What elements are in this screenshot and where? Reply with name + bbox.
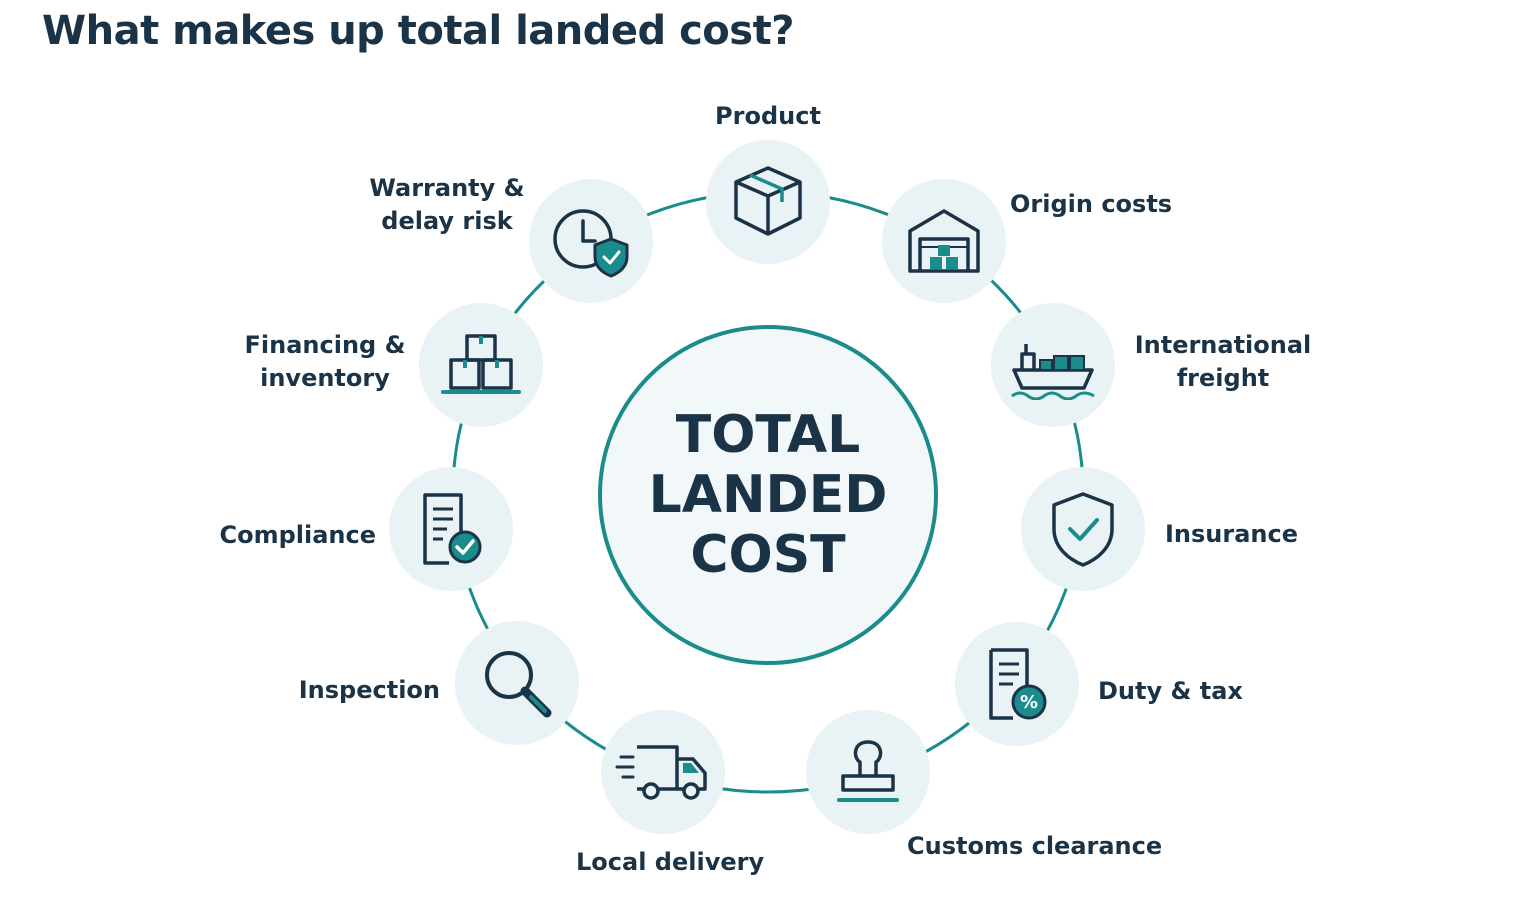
label-line: Duty & tax bbox=[1098, 677, 1243, 705]
center-line: COST bbox=[690, 525, 846, 585]
shield-check-icon bbox=[1052, 492, 1114, 567]
box-icon bbox=[734, 166, 802, 236]
cargo-ship-icon bbox=[1011, 344, 1095, 400]
label-line: Customs clearance bbox=[907, 832, 1163, 860]
svg-text:%: % bbox=[1020, 692, 1038, 713]
label-line: delay risk bbox=[381, 207, 513, 235]
node-inspection bbox=[455, 621, 579, 745]
magnifier-icon bbox=[485, 651, 552, 718]
label-line: Origin costs bbox=[1010, 190, 1173, 218]
node-financing-inventory bbox=[419, 303, 543, 427]
label-inspection: Inspection bbox=[280, 674, 440, 707]
node-warranty-delay-risk bbox=[529, 179, 653, 303]
label-line: Financing & bbox=[244, 331, 406, 359]
label-line: inventory bbox=[260, 364, 390, 392]
label-line: Insurance bbox=[1165, 520, 1299, 548]
label-warranty-delay-risk: Warranty & delay risk bbox=[362, 172, 532, 238]
center-label: TOTAL LANDED COST bbox=[649, 405, 888, 585]
center-circle: TOTAL LANDED COST bbox=[598, 325, 938, 665]
label-line: Warranty & bbox=[369, 174, 525, 202]
center-line: TOTAL bbox=[675, 405, 861, 465]
stacked-boxes-icon bbox=[441, 334, 521, 394]
label-product: Product bbox=[676, 100, 860, 133]
label-compliance: Compliance bbox=[196, 519, 376, 552]
document-percent-icon: % bbox=[989, 648, 1047, 720]
label-line: Inspection bbox=[298, 676, 440, 704]
label-origin-costs: Origin costs bbox=[1010, 188, 1172, 221]
label-duty-tax: Duty & tax bbox=[1098, 675, 1243, 708]
node-insurance bbox=[1021, 467, 1145, 591]
center-line: LANDED bbox=[648, 465, 888, 525]
label-financing-inventory: Financing & inventory bbox=[240, 329, 410, 395]
node-compliance bbox=[389, 467, 513, 591]
node-customs-clearance bbox=[806, 710, 930, 834]
label-customs-clearance: Customs clearance bbox=[907, 830, 1162, 863]
node-local-delivery bbox=[601, 710, 725, 834]
node-origin-costs bbox=[882, 179, 1006, 303]
delivery-truck-icon bbox=[615, 745, 707, 800]
label-line: Local delivery bbox=[576, 848, 765, 876]
label-line: freight bbox=[1176, 364, 1270, 392]
label-insurance: Insurance bbox=[1165, 518, 1298, 551]
label-line: Product bbox=[715, 102, 821, 130]
label-line: International bbox=[1134, 331, 1312, 359]
node-duty-tax: % bbox=[955, 622, 1079, 746]
label-local-delivery: Local delivery bbox=[576, 846, 765, 879]
label-line: Compliance bbox=[219, 521, 376, 549]
stamp-icon bbox=[837, 740, 899, 802]
page-title: What makes up total landed cost? bbox=[42, 8, 794, 54]
warehouse-icon bbox=[908, 209, 980, 273]
label-international-freight: International freight bbox=[1130, 329, 1316, 395]
node-product bbox=[706, 140, 830, 264]
clock-shield-icon bbox=[553, 209, 629, 278]
document-check-icon bbox=[423, 493, 482, 565]
node-international-freight bbox=[991, 303, 1115, 427]
